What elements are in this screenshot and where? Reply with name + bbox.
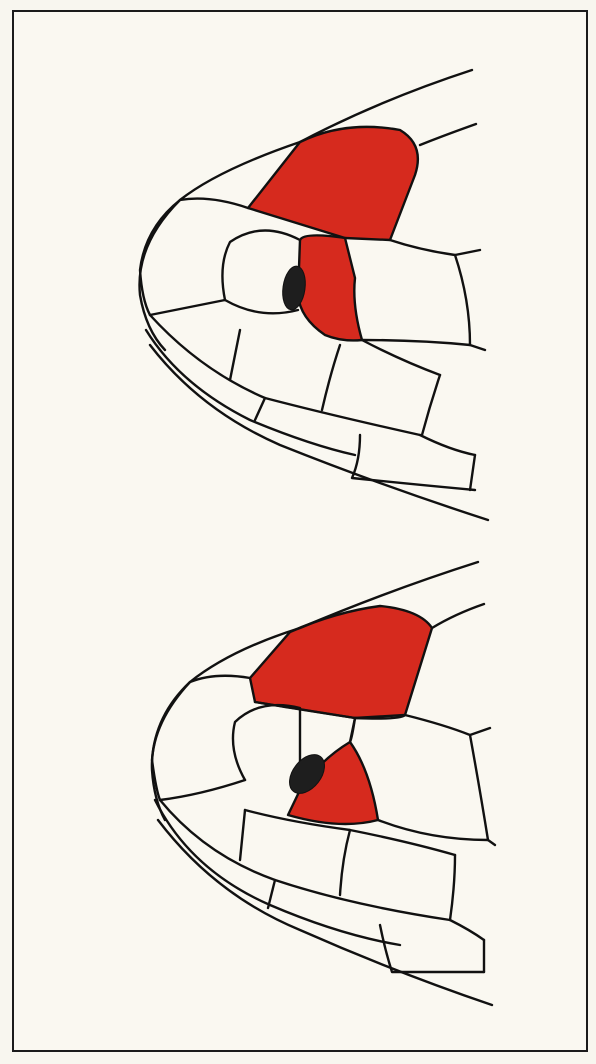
supralabial-top bbox=[362, 340, 440, 375]
temporal-line-right-lower bbox=[488, 840, 495, 845]
jaw-band-2-lower bbox=[158, 820, 492, 1005]
head-top-line-lower bbox=[432, 604, 484, 628]
parietal-scale-highlight-lower bbox=[250, 606, 432, 718]
snake-head-lower bbox=[152, 562, 495, 1005]
supralabial-divider-1 bbox=[230, 330, 240, 380]
snake-head-upper bbox=[140, 70, 489, 520]
supralabial-divider-2-lower bbox=[340, 830, 350, 895]
jaw-divider-lower bbox=[268, 880, 275, 908]
temporal-line-upper-lower bbox=[470, 728, 490, 735]
supralabial-divider-3-lower bbox=[450, 855, 455, 920]
rostral-scale-lower bbox=[152, 676, 250, 800]
supralabial-divider-2 bbox=[322, 345, 340, 410]
jaw-divider bbox=[255, 398, 265, 420]
rostral-scale bbox=[140, 199, 248, 315]
jaw-band-3-lower bbox=[380, 925, 484, 972]
ocular-right-lower bbox=[350, 715, 405, 742]
jaw-band-2 bbox=[150, 345, 488, 520]
postocular-scale-highlight bbox=[298, 235, 362, 340]
jaw-divider-2 bbox=[470, 455, 475, 490]
temporal-line-right bbox=[470, 345, 485, 350]
jaw-band-3 bbox=[352, 435, 475, 490]
supralabial-divider-3 bbox=[422, 375, 440, 435]
parietal-scale-highlight bbox=[248, 127, 418, 240]
jaw-right-top bbox=[420, 435, 475, 455]
temporal-scale bbox=[362, 240, 470, 345]
jaw-right-top-lower bbox=[450, 920, 484, 940]
temporal-line-upper bbox=[455, 250, 480, 255]
supralabial-divider-1-lower bbox=[240, 810, 245, 860]
supralabial-row bbox=[150, 315, 420, 435]
head-top-line bbox=[420, 124, 476, 145]
